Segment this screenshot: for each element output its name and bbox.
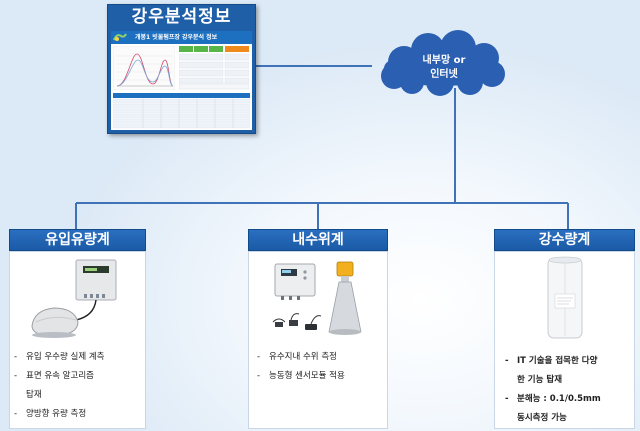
- mini-data-table: [113, 93, 250, 129]
- feature-item: 능동형 센서모듈 적용: [255, 367, 385, 386]
- network-label-line2: 인터넷: [430, 69, 458, 80]
- logo-icon: [113, 33, 127, 41]
- inflow-flowmeter-header: 유입유량계: [9, 229, 146, 251]
- feature-item: IT 기술을 접목한 다양한 기능 탑재: [503, 352, 633, 390]
- screen-title: 개봉1 빗물펌프장 강우분석 정보: [135, 34, 218, 41]
- rain-gauge-features: IT 기술을 접목한 다양한 기능 탑재 분해능 : 0.1/0.5mm동시측정…: [503, 352, 633, 428]
- water-level-gauge-header: 내수위계: [248, 229, 388, 251]
- screen-header: 개봉1 빗물펌프장 강우분석 정보: [111, 31, 252, 44]
- dashboard-screenshot: 개봉1 빗물펌프장 강우분석 정보: [111, 31, 252, 130]
- flowmeter-device-icon: [31, 259, 117, 338]
- mini-status-table: [179, 46, 249, 90]
- water-level-gauge-features: 유수지내 수위 측정 능동형 센서모듈 적용: [255, 348, 385, 386]
- feature-item: 양방향 유량 측정: [12, 405, 142, 424]
- mini-rainfall-chart: [113, 46, 175, 90]
- water-level-gauge-panel: 유수지내 수위 측정 능동형 센서모듈 적용: [248, 251, 388, 429]
- feature-item: 유수지내 수위 측정: [255, 348, 385, 367]
- network-label: 내부망 or 인터넷: [398, 54, 490, 82]
- rain-gauge-header: 강수량계: [494, 229, 635, 251]
- network-label-line1: 내부망 or: [422, 55, 466, 66]
- rain-gauge-panel: IT 기술을 접목한 다양한 기능 탑재 분해능 : 0.1/0.5mm동시측정…: [494, 251, 635, 429]
- rain-gauge-device-icon: [547, 256, 583, 339]
- panel-title: 강우분석정보: [131, 7, 232, 27]
- rainfall-analysis-panel: 강우분석정보 개봉1 빗물펌프장 강우분석 정보: [107, 4, 256, 134]
- feature-item: 유입 우수량 실제 계측: [12, 348, 142, 367]
- level-sensor-device-icon: [272, 261, 362, 335]
